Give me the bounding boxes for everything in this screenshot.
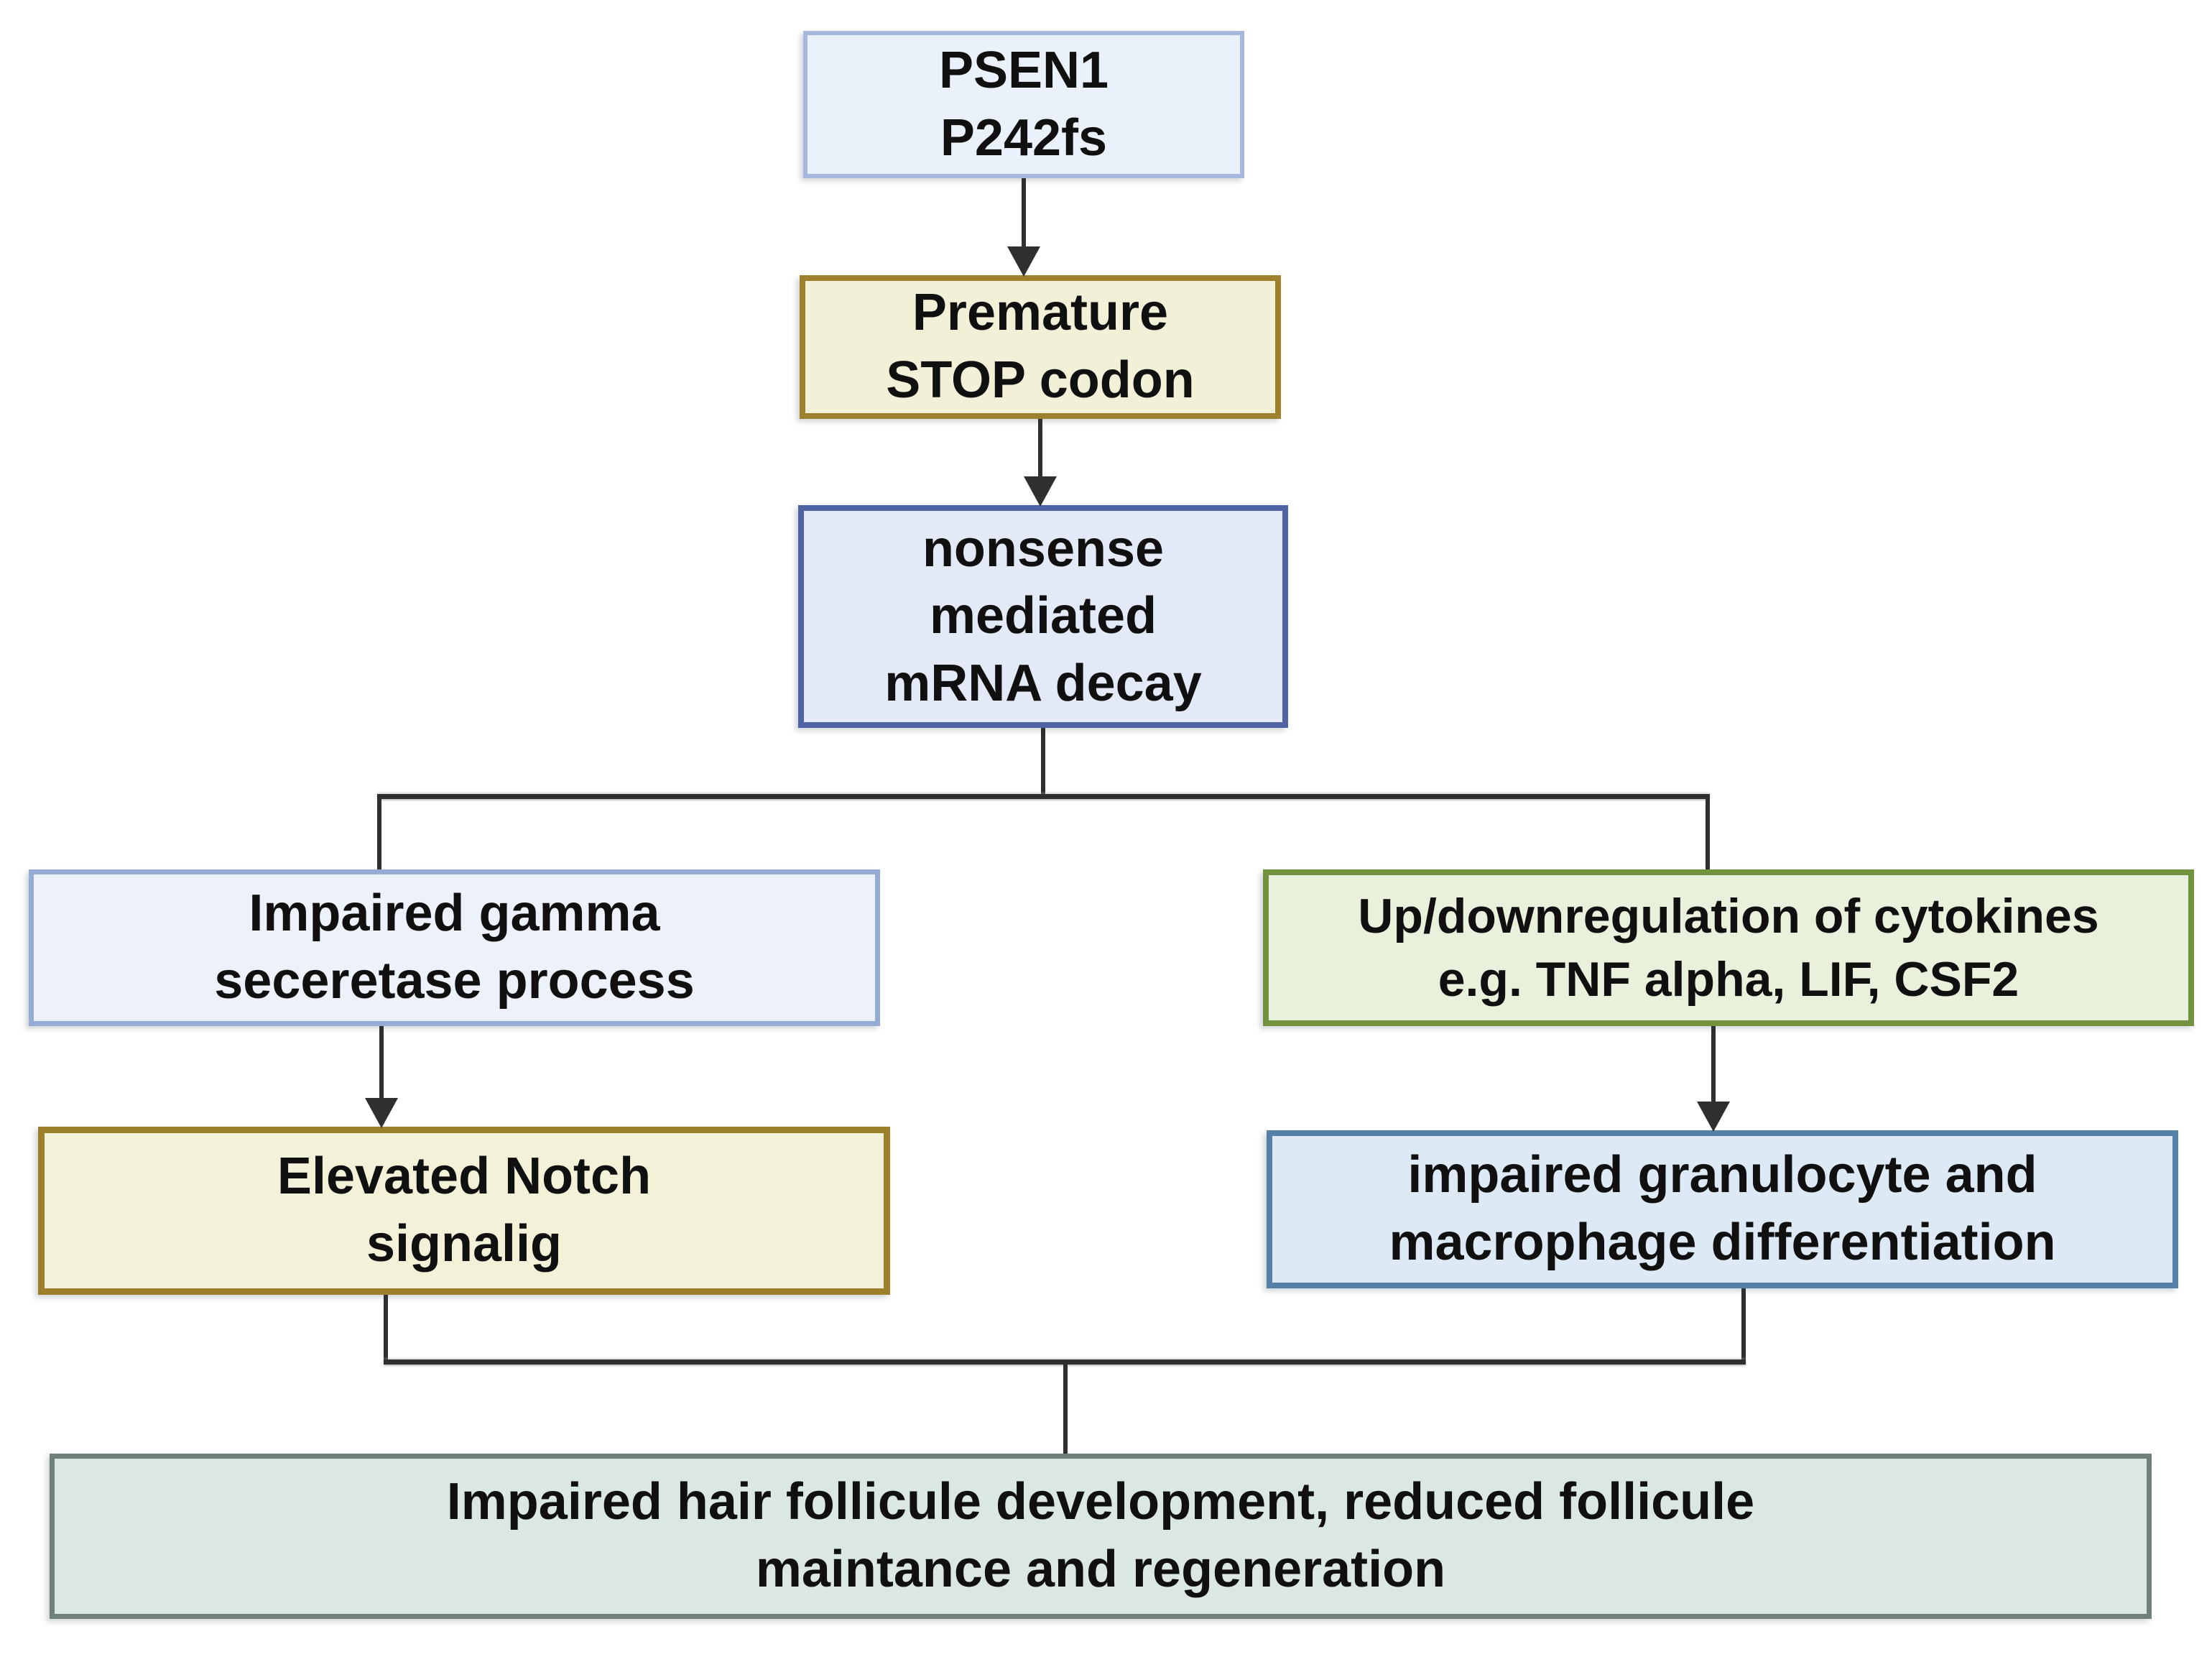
arrowhead-cytokines-to-granulocyte [1697,1102,1730,1132]
connector-merge-left [384,1295,388,1363]
connector-merge-stub [1063,1365,1068,1454]
node-psen1-p242fs: PSEN1 P242fs [803,31,1244,178]
node-impaired-gamma-secretase: Impaired gamma seceretase process [29,869,880,1026]
connector-merge-horizontal [384,1359,1746,1365]
connector-branch-right [1706,794,1710,869]
node-granulocyte-macrophage-differentiation: impaired granulocyte and macrophage diff… [1267,1130,2178,1288]
node-premature-stop-codon: Premature STOP codon [800,275,1281,419]
node-nonsense-mediated-mrna-decay: nonsense mediated mRNA decay [798,505,1288,728]
connector-merge-right [1741,1288,1746,1363]
node-cytokine-regulation: Up/downregulation of cytokines e.g. TNF … [1263,869,2194,1026]
connector-psen1-to-stop [1022,178,1026,250]
connector-stop-to-nmd [1038,419,1042,480]
arrowhead-stop-to-nmd [1024,476,1057,507]
connector-branch-horizontal [377,794,1710,799]
arrowhead-psen1-to-stop [1007,246,1040,277]
arrowhead-gamma-to-notch [365,1098,398,1128]
connector-gamma-to-notch [379,1026,384,1101]
node-elevated-notch-signaling: Elevated Notch signalig [38,1127,890,1295]
connector-branch-left [377,794,381,869]
node-hair-follicle-outcome: Impaired hair follicule development, red… [50,1454,2152,1619]
connector-cytokines-to-granulocyte [1711,1026,1716,1103]
connector-nmd-feed [1041,728,1045,796]
